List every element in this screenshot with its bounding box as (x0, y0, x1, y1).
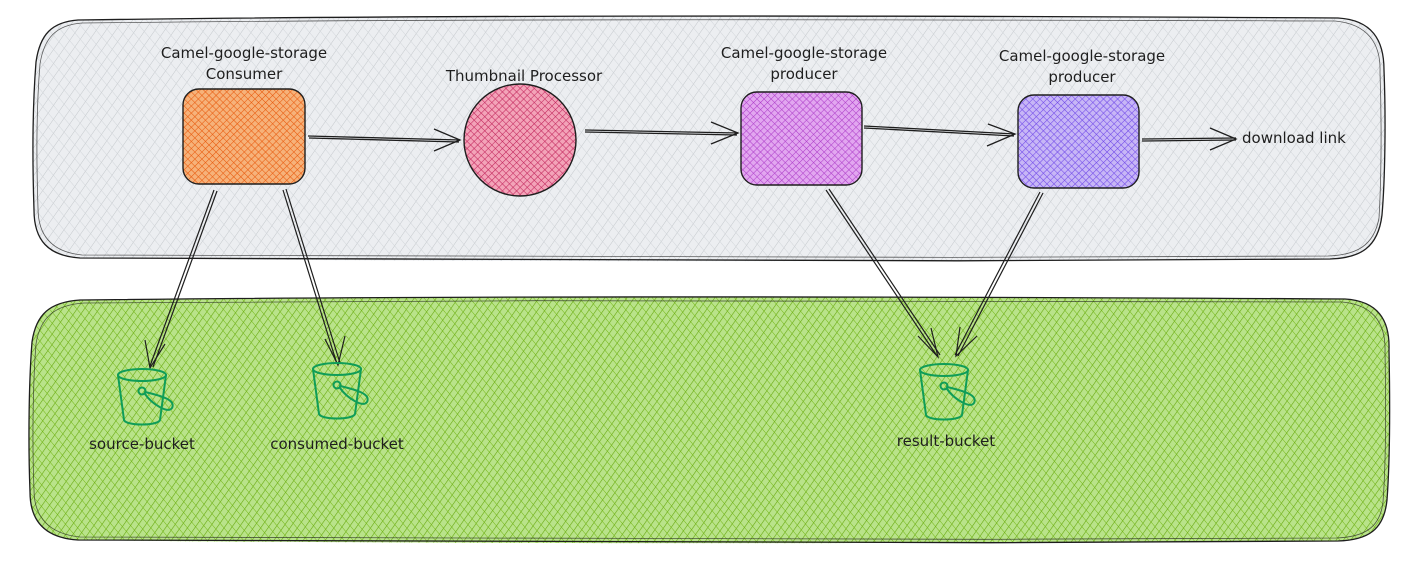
thumbnail-processor-node (463, 83, 577, 197)
consumer-node (182, 88, 306, 185)
consumer-label-line1: Camel-google-storage (160, 44, 328, 62)
consumed-bucket-label: consumed-bucket (270, 435, 404, 453)
source-bucket-label: source-bucket (89, 435, 195, 453)
producer-1-label-line1: Camel-google-storage (720, 44, 888, 62)
producer-1-label-line2: producer (770, 65, 838, 83)
result-bucket-icon (919, 363, 976, 421)
arrow-producer1-to-result-bucket (825, 188, 941, 360)
arrow-consumer-to-thumbnail (307, 128, 462, 152)
consumer-label-line2: Consumer (205, 65, 283, 83)
producer-2-label-line1: Camel-google-storage (998, 47, 1166, 65)
arrow-producer2-to-result-bucket (954, 191, 1044, 358)
arrow-consumer-to-consumed-bucket (282, 188, 346, 367)
producer-1-node (740, 91, 863, 186)
arrow-producer2-to-download (1141, 127, 1238, 151)
source-bucket-icon (117, 368, 174, 426)
producer-2-node (1017, 94, 1140, 189)
thumbnail-processor-label: Thumbnail Processor (445, 67, 603, 85)
storage-region (28, 296, 1391, 544)
arrow-consumer-to-source-bucket (144, 189, 218, 370)
producer-2-label-line2: producer (1048, 68, 1116, 86)
arrow-thumbnail-to-producer1 (584, 121, 740, 145)
app-region (32, 15, 1386, 262)
consumed-bucket-icon (312, 362, 369, 420)
download-link-label: download link (1242, 129, 1346, 147)
arrow-producer1-to-producer2 (863, 123, 1017, 147)
result-bucket-label: result-bucket (896, 432, 996, 450)
